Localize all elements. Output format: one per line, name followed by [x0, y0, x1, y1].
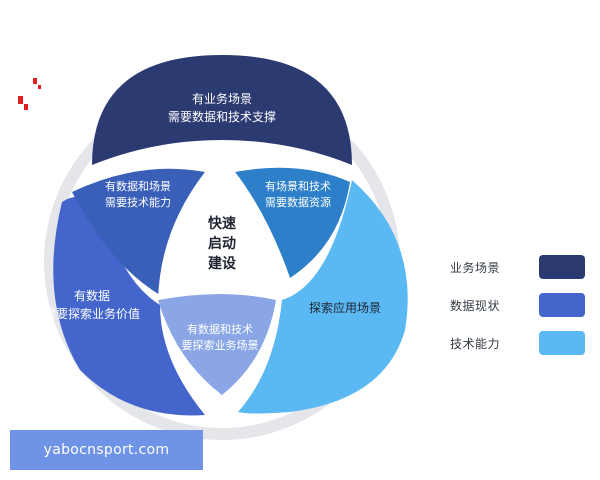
legend-item: 业务场景: [450, 255, 585, 279]
upper-right-line-2: 需要数据资源: [265, 195, 331, 209]
legend-label: 业务场景: [450, 260, 501, 275]
center-hub: [158, 170, 290, 300]
upper-right-petal: [235, 167, 350, 278]
top-line-1: 有业务场景: [192, 91, 252, 106]
bottom-line-1: 有数据和技术: [187, 322, 253, 336]
upper-left-line-1: 有数据和场景: [105, 179, 171, 193]
legend-label: 数据现状: [450, 298, 501, 313]
legend-item: 数据现状: [450, 293, 585, 317]
right-line-1: 探索应用场景: [309, 300, 381, 315]
center-line-2: 启动: [208, 235, 236, 252]
watermark-text: yabocnsport.com: [43, 442, 170, 458]
upper-left-petal: [72, 168, 205, 295]
upper-right-line-1: 有场景和技术: [265, 179, 331, 193]
decor-mark-1: [33, 78, 37, 84]
bottom-petal: [158, 294, 276, 395]
watermark-banner: yabocnsport.com: [10, 430, 203, 470]
center-line-3: 建设: [208, 255, 237, 272]
top-petal: [92, 55, 352, 165]
top-line-2: 需要数据和技术支撑: [168, 109, 276, 124]
decor-mark-2: [38, 85, 41, 89]
left-line-2: 需要探索业务价值: [44, 306, 140, 321]
left-petal: [53, 196, 205, 416]
left-line-1: 有数据: [74, 288, 110, 303]
legend-item: 技术能力: [450, 331, 585, 355]
legend-label: 技术能力: [450, 336, 501, 351]
upper-left-line-2: 需要技术能力: [105, 195, 171, 209]
bottom-line-2: 要探索业务场景: [182, 338, 259, 352]
legend: 业务场景 数据现状 技术能力: [450, 255, 585, 369]
legend-swatch: [539, 293, 585, 317]
center-line-1: 快速: [208, 215, 236, 232]
decor-mark-3: [18, 96, 23, 104]
legend-swatch: [539, 255, 585, 279]
legend-swatch: [539, 331, 585, 355]
decor-mark-4: [24, 104, 28, 110]
right-petal: [238, 180, 408, 414]
